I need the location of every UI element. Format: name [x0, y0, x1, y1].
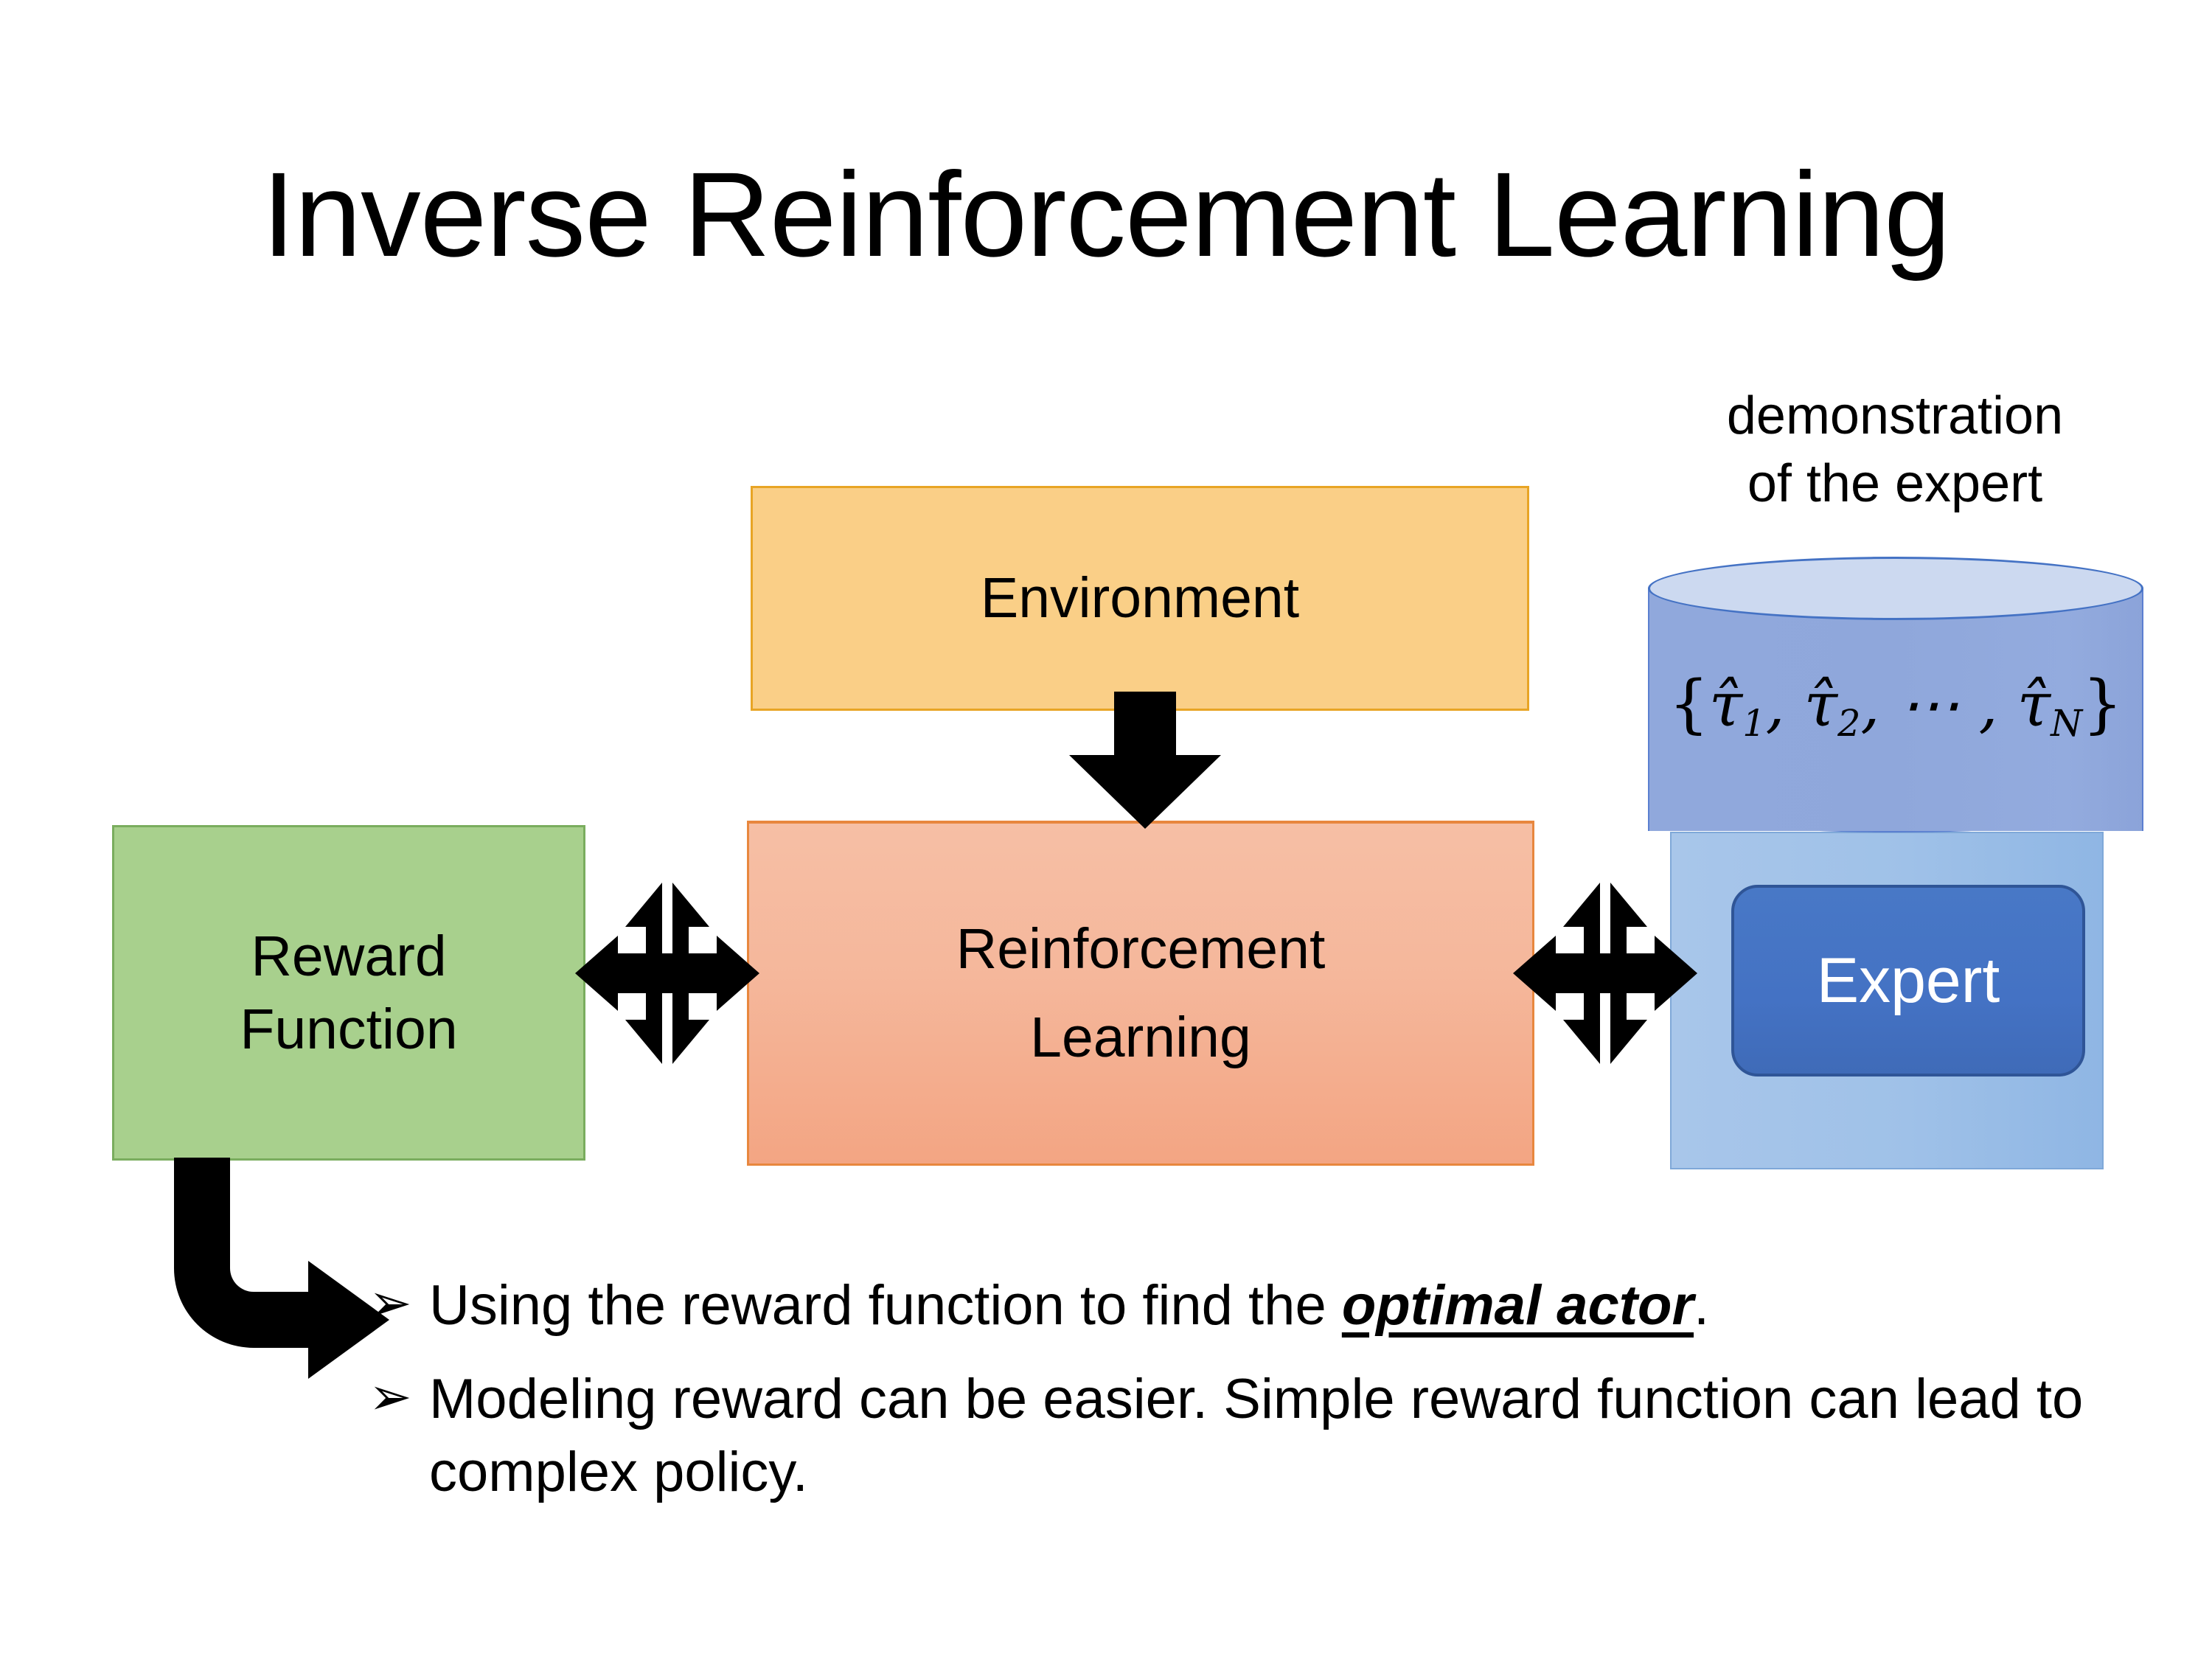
bullet-text-1: Using the reward function to find the op… [429, 1270, 2101, 1343]
reward-function-box-label: Reward Function [240, 920, 457, 1065]
reward-function-line-1: Reward [251, 924, 447, 988]
demonstration-caption: demonstration of the expert [1644, 382, 2146, 518]
bullet-list: ➢ Using the reward function to find the … [369, 1270, 2101, 1529]
down-arrow-icon [1069, 692, 1221, 829]
reinforcement-learning-box-label: Reinforcement Learning [956, 905, 1326, 1082]
formula-tau-n: τ̂ [2017, 670, 2051, 740]
reward-function-line-2: Function [240, 997, 458, 1061]
formula-tau-1-subscript: 1 [1742, 701, 1766, 745]
bent-arrow-icon [174, 1158, 389, 1379]
bullet-1-emphasis: optimal actor [1341, 1274, 1694, 1337]
reinforcement-learning-line-2: Learning [1030, 1005, 1251, 1069]
formula-tau-1: τ̂ [1708, 670, 1743, 740]
formula-open-brace: { [1669, 667, 1709, 741]
bullet-marker-icon: ➢ [369, 1367, 412, 1425]
list-item: ➢ Modeling reward can be easier. Simple … [369, 1363, 2101, 1509]
reinforcement-learning-box[interactable]: Reinforcement Learning [747, 821, 1534, 1166]
four-way-arrow-icon-left [575, 883, 759, 1064]
formula-close-brace: } [2082, 667, 2123, 741]
formula-separator-2: , ⋯ , [1860, 670, 2017, 740]
formula-tau-2-subscript: 2 [1837, 701, 1861, 745]
environment-box-label: Environment [980, 566, 1300, 630]
list-item: ➢ Using the reward function to find the … [369, 1270, 2101, 1343]
page-title: Inverse Reinforcement Learning [262, 147, 1951, 282]
four-way-arrow-icon-right [1513, 883, 1697, 1064]
demonstration-cylinder: {τ̂1, τ̂2, ⋯ , τ̂N} [1648, 557, 2143, 859]
formula-tau-2: τ̂ [1804, 670, 1838, 740]
reinforcement-learning-line-1: Reinforcement [956, 917, 1326, 981]
bullet-text-2: Modeling reward can be easier. Simple re… [429, 1367, 2084, 1503]
formula-tau-n-subscript: N [2051, 701, 2083, 745]
demonstration-caption-line-1: demonstration [1726, 386, 2064, 445]
environment-box[interactable]: Environment [751, 486, 1529, 711]
cylinder-top-ellipse [1648, 557, 2143, 620]
bullet-marker-icon: ➢ [369, 1274, 412, 1332]
bullet-1-suffix: . [1694, 1274, 1710, 1337]
expert-box[interactable]: Expert [1731, 885, 2085, 1077]
trajectory-set-formula: {τ̂1, τ̂2, ⋯ , τ̂N} [1648, 667, 2143, 745]
formula-separator-1: , [1765, 670, 1804, 740]
reward-function-box[interactable]: Reward Function [112, 825, 585, 1161]
expert-box-label: Expert [1816, 945, 2000, 1016]
demonstration-caption-line-2: of the expert [1747, 454, 2043, 514]
bullet-1-prefix: Using the reward function to find the [429, 1274, 1342, 1337]
cylinder-body [1648, 588, 2143, 831]
